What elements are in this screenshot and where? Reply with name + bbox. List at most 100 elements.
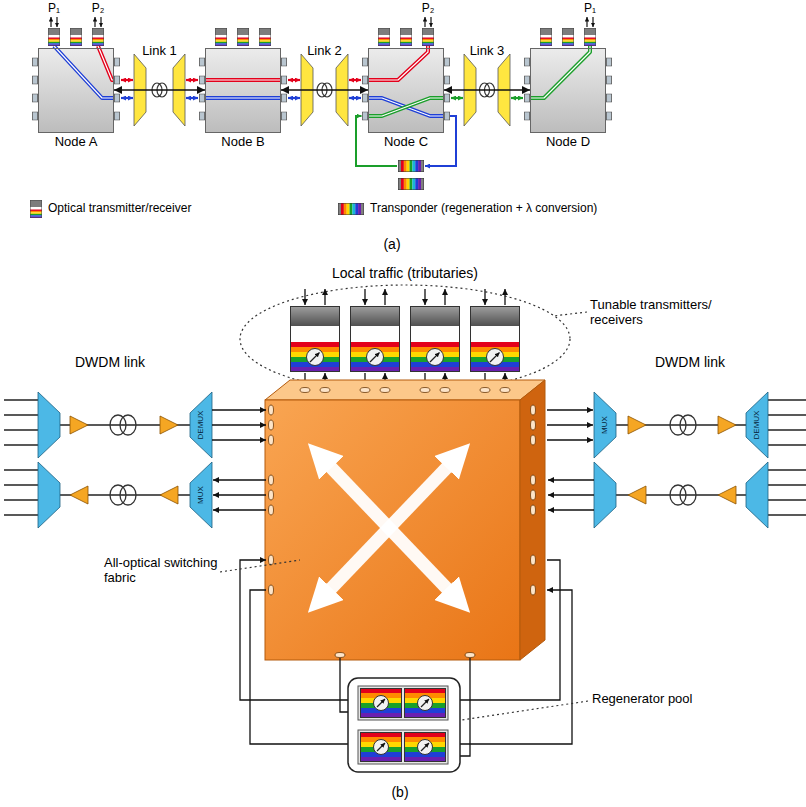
link-wavelength-arrow bbox=[121, 80, 523, 98]
fiber-coil bbox=[680, 415, 696, 435]
fabric-wire bbox=[212, 410, 594, 756]
optical-transceiver bbox=[584, 28, 596, 46]
fabric-port bbox=[320, 388, 330, 393]
lightpath-green bbox=[530, 46, 590, 98]
node-box-fill bbox=[205, 48, 281, 133]
switching-fabric-cube bbox=[265, 380, 545, 400]
mux-label: MUX bbox=[197, 486, 205, 504]
client-arrow bbox=[51, 17, 593, 27]
link-wavelength-arrow bbox=[186, 97, 198, 99]
optical-amplifier bbox=[628, 416, 646, 434]
node-port bbox=[362, 94, 367, 102]
fabric-wire bbox=[449, 590, 572, 744]
node-label: Node C bbox=[369, 135, 443, 150]
fabric-wire bbox=[548, 509, 594, 510]
regenerator-pool bbox=[358, 730, 448, 764]
legend-item: Transponder (regeneration + λ conversion… bbox=[370, 202, 597, 216]
legend-sample bbox=[30, 200, 364, 218]
dwdm-mux-demux bbox=[38, 392, 768, 528]
fabric-wire bbox=[548, 494, 594, 495]
client-arrow bbox=[94, 17, 95, 27]
fiber-coil bbox=[120, 485, 136, 505]
fabric-port bbox=[269, 555, 274, 565]
fabric-port bbox=[465, 653, 475, 658]
link-label: Link 1 bbox=[142, 44, 177, 59]
network-node: Node C bbox=[368, 48, 444, 133]
node-port bbox=[524, 112, 529, 120]
dwdm-fiber bbox=[768, 429, 806, 430]
link-wavelength-arrow bbox=[511, 97, 523, 99]
fiber-coil bbox=[110, 415, 126, 435]
tunable-transceiver bbox=[290, 306, 520, 372]
fabric-port bbox=[335, 653, 345, 658]
lightpath-red bbox=[205, 78, 281, 82]
node-port bbox=[606, 112, 611, 120]
fabric-port bbox=[269, 405, 274, 415]
switching-fabric-cube bbox=[520, 380, 545, 660]
link-label: DWDM link bbox=[75, 354, 145, 370]
fabric-port bbox=[269, 388, 536, 658]
client-arrow bbox=[100, 17, 101, 27]
lightpath-blue bbox=[54, 46, 456, 166]
regenerator-pool bbox=[348, 678, 460, 772]
fabric-port bbox=[531, 490, 536, 500]
optical-transceiver bbox=[422, 28, 434, 46]
fabric-port bbox=[531, 505, 536, 515]
fabric-port bbox=[269, 475, 274, 485]
node-port bbox=[32, 76, 37, 84]
link-wavelength-arrow bbox=[121, 79, 133, 81]
regenerator-pool bbox=[360, 688, 402, 718]
node-port bbox=[524, 76, 529, 84]
dwdm-fiber bbox=[768, 469, 806, 470]
dwdm-mux-demux bbox=[190, 462, 212, 528]
optical-amplifier bbox=[70, 486, 88, 504]
tunable-transceiver bbox=[290, 306, 340, 372]
callout-label: All-optical switching fabric bbox=[104, 556, 218, 586]
dwdm-mux-demux bbox=[594, 462, 616, 528]
fiber-coil bbox=[670, 485, 686, 505]
tributary-arrow bbox=[424, 289, 425, 305]
dwdm-mux-demux bbox=[38, 392, 60, 458]
optical-transceiver bbox=[215, 28, 227, 46]
mux-label: DEMUX bbox=[753, 411, 761, 440]
fiber-coil bbox=[110, 485, 126, 505]
fabric-wire bbox=[250, 590, 358, 744]
node-port bbox=[281, 76, 286, 84]
lightpath-red bbox=[98, 46, 114, 80]
dwdm-fiber bbox=[4, 469, 38, 470]
fabric-port bbox=[420, 388, 430, 393]
optical-amplifier bbox=[160, 486, 178, 504]
fabric-wire bbox=[548, 479, 594, 480]
lightpath-green bbox=[368, 98, 444, 116]
switch-arrow bbox=[322, 458, 456, 598]
dwdm-fiber bbox=[768, 499, 806, 500]
link-wavelength-arrow bbox=[288, 97, 300, 99]
mux-label: MUX bbox=[601, 416, 609, 434]
node-port bbox=[444, 112, 449, 120]
leader-line bbox=[220, 560, 300, 572]
dwdm-mux-demux bbox=[746, 392, 768, 458]
dwdm-fiber bbox=[4, 444, 38, 445]
lightpath-green bbox=[530, 46, 590, 98]
port-label: P₁ bbox=[584, 2, 596, 16]
fabric-port bbox=[531, 435, 536, 445]
fabric-wire bbox=[213, 494, 266, 495]
link-wavelength-arrow bbox=[186, 79, 198, 81]
node-label: Node D bbox=[531, 135, 605, 150]
node-port bbox=[32, 112, 37, 120]
dwdm-fiber bbox=[768, 399, 806, 400]
fabric-port bbox=[269, 585, 274, 595]
tunable-transceiver bbox=[350, 306, 400, 372]
regenerator-pool bbox=[358, 686, 448, 720]
port-label: P₂ bbox=[92, 2, 105, 16]
dwdm-fiber bbox=[768, 414, 806, 415]
fabric-wire bbox=[449, 560, 560, 700]
network-node: Node D bbox=[530, 48, 606, 133]
link-label: Link 2 bbox=[307, 44, 342, 59]
lightpath-red bbox=[98, 46, 114, 80]
leader-line bbox=[462, 701, 588, 720]
tributary-arrow bbox=[364, 289, 365, 305]
legend-sample bbox=[30, 200, 42, 218]
fabric-wire bbox=[212, 424, 266, 425]
